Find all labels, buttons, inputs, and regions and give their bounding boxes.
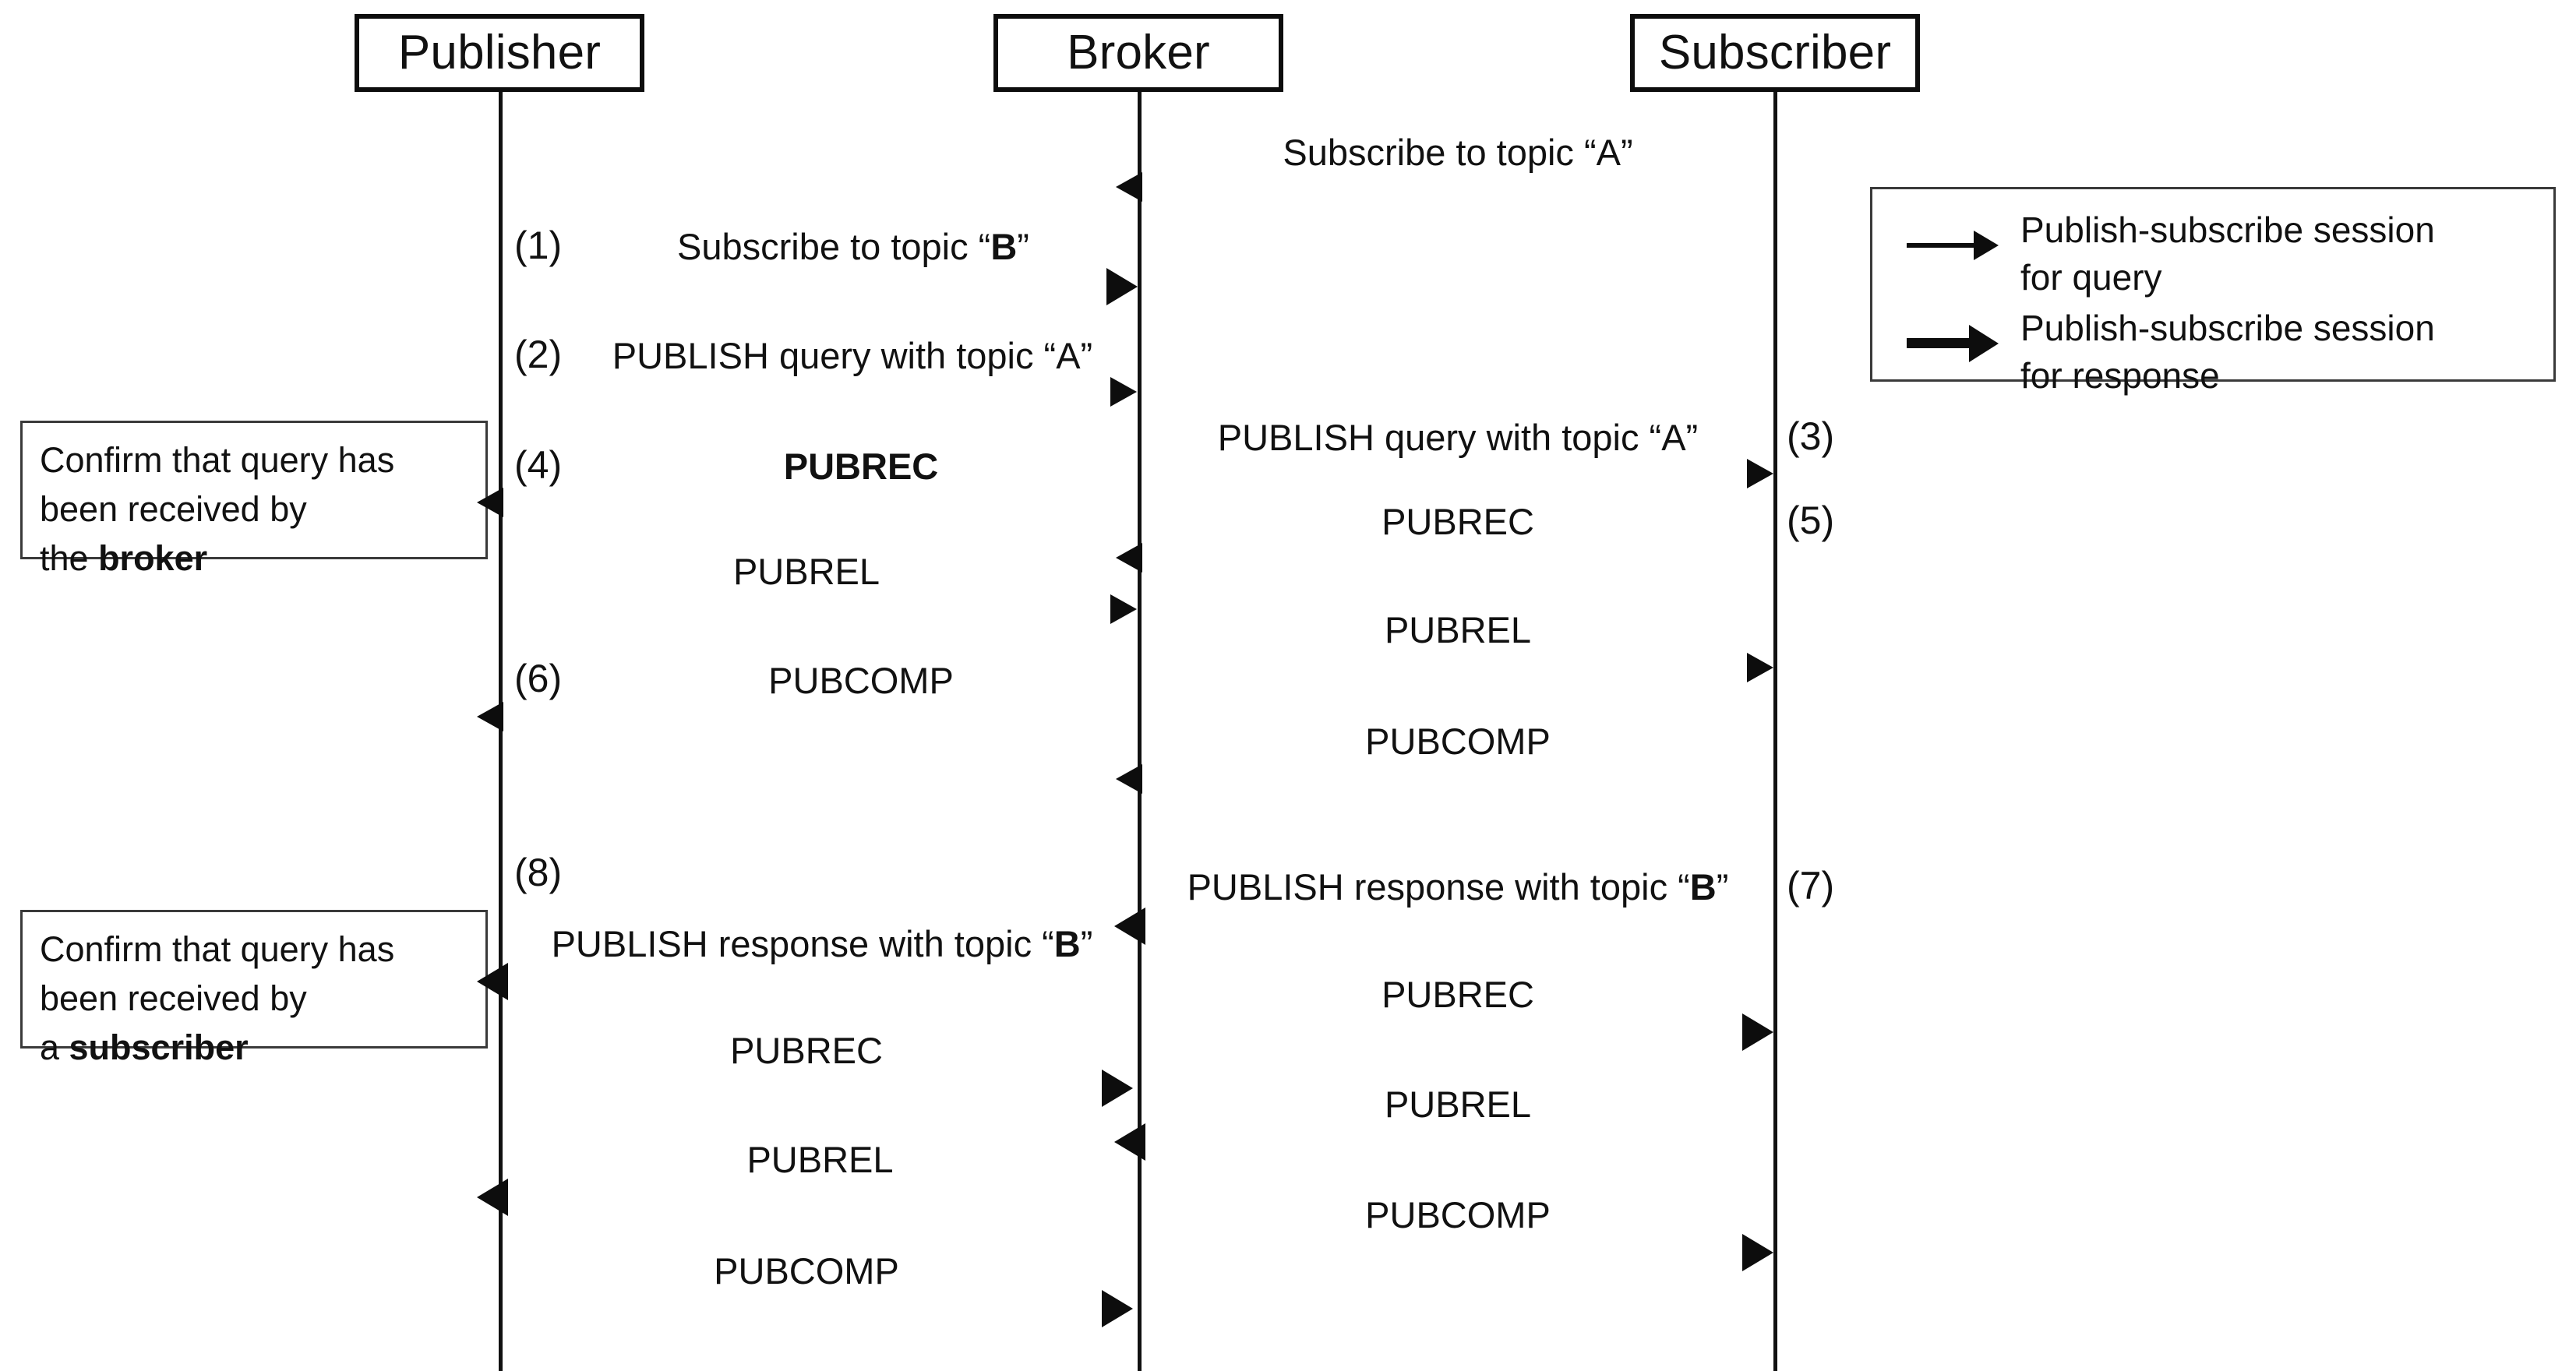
message-step-6: (5) xyxy=(1787,499,1835,542)
message-label-18: PUBCOMP xyxy=(714,1250,899,1292)
message-step-3: (2) xyxy=(514,333,563,376)
message-step-4: (3) xyxy=(1787,414,1835,458)
message-label-16: PUBREL xyxy=(746,1139,894,1180)
message-step-2: (1) xyxy=(514,224,563,267)
participant-label-publisher: Publisher xyxy=(397,26,602,79)
message-step-5: (4) xyxy=(514,443,563,487)
message-label-8: PUBREL xyxy=(1384,609,1532,650)
participant-box-publisher: Publisher xyxy=(355,14,644,92)
message-label-4: PUBLISH query with topic “A” xyxy=(1217,417,1699,458)
message-label-1: Subscribe to topic “A” xyxy=(1283,132,1633,173)
message-label-2: Subscribe to topic “B” xyxy=(677,226,1029,267)
participant-label-subscriber: Subscriber xyxy=(1658,26,1892,79)
message-label-15: PUBREL xyxy=(1384,1084,1532,1125)
message-label-10: PUBCOMP xyxy=(1365,721,1551,762)
thin-arrow-icon xyxy=(1907,227,2000,264)
message-label-6: PUBREC xyxy=(1382,501,1534,542)
legend-entry-query: Publish-subscribe session for query xyxy=(1907,206,2435,301)
legend-label-response: Publish-subscribe session for response xyxy=(2020,308,2435,396)
legend-entry-response: Publish-subscribe session for response xyxy=(1907,305,2435,400)
message-step-12: (8) xyxy=(514,851,563,894)
lifeline-broker xyxy=(1138,92,1142,1371)
message-label-7: PUBREL xyxy=(732,551,880,592)
message-label-12: PUBLISH response with topic “B” xyxy=(551,923,1093,964)
message-label-17: PUBCOMP xyxy=(1365,1194,1551,1235)
thick-arrow-icon xyxy=(1907,325,2000,362)
message-label-5: PUBREC xyxy=(783,446,939,487)
message-label-3: PUBLISH query with topic “A” xyxy=(612,335,1093,376)
participant-label-broker: Broker xyxy=(1067,26,1210,79)
message-step-9: (6) xyxy=(514,657,563,700)
lifeline-subscriber xyxy=(1773,92,1777,1371)
message-label-9: PUBCOMP xyxy=(768,660,954,701)
message-step-11: (7) xyxy=(1787,864,1835,908)
message-label-13: PUBREC xyxy=(1382,974,1534,1015)
participant-box-subscriber: Subscriber xyxy=(1630,14,1920,92)
lifeline-publisher xyxy=(499,92,503,1371)
participant-box-broker: Broker xyxy=(993,14,1283,92)
legend-box: Publish-subscribe session for query Publ… xyxy=(1870,187,2556,396)
message-label-11: PUBLISH response with topic “B” xyxy=(1187,866,1729,908)
legend-label-query: Publish-subscribe session for query xyxy=(2020,210,2435,298)
message-label-14: PUBREC xyxy=(730,1030,883,1071)
